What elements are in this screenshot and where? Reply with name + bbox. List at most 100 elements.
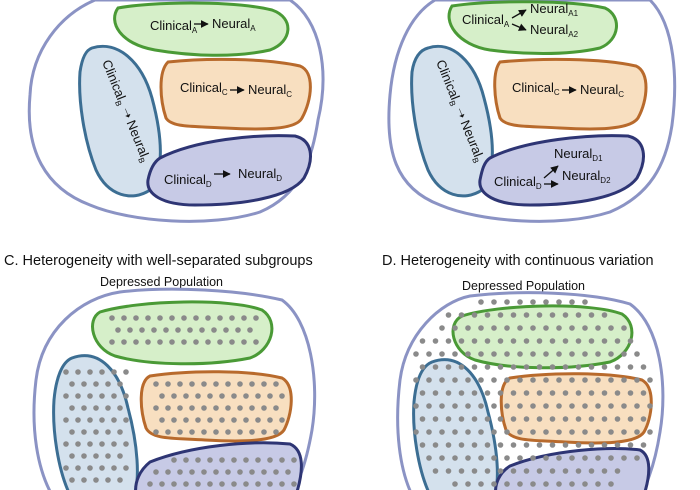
population-dot bbox=[588, 390, 595, 396]
subgroup-b-dot bbox=[99, 369, 105, 375]
subgroup-a-dot bbox=[121, 339, 127, 345]
population-dot bbox=[562, 442, 569, 448]
subgroup-c-dot bbox=[243, 393, 249, 399]
population-dot bbox=[601, 312, 608, 318]
subgroup-c-dot bbox=[249, 405, 255, 411]
panel-d: D. Heterogeneity with continuous variati… bbox=[382, 253, 665, 490]
subgroup-c-dot bbox=[249, 381, 255, 387]
subgroup-b-dot bbox=[81, 381, 87, 387]
population-dot bbox=[452, 403, 458, 409]
population-dot bbox=[582, 351, 588, 357]
subgroup-c-dot bbox=[165, 381, 171, 387]
subgroup-c-dot bbox=[183, 393, 189, 399]
population-dot bbox=[536, 416, 543, 422]
population-dot bbox=[614, 416, 621, 422]
subgroup-c-dot bbox=[165, 429, 171, 435]
subgroup-c-dot bbox=[237, 381, 243, 387]
population-dot bbox=[569, 403, 575, 409]
population-dot bbox=[504, 429, 510, 435]
population-dot bbox=[432, 442, 439, 448]
subgroup-d-dot bbox=[171, 481, 177, 487]
subgroup-a-dot bbox=[229, 339, 235, 345]
clinical-a-label-b: ClinicalA bbox=[462, 12, 510, 29]
population-dot bbox=[432, 338, 439, 344]
subgroup-c-dot bbox=[231, 417, 237, 423]
subgroup-c-dot bbox=[267, 417, 273, 423]
population-dot bbox=[588, 468, 595, 474]
population-dot bbox=[471, 312, 478, 318]
subgroup-d-dot bbox=[267, 457, 273, 463]
subgroup-d-dot bbox=[165, 469, 171, 475]
population-dot bbox=[536, 338, 543, 344]
subgroup-b-dot bbox=[123, 441, 129, 447]
subgroup-c-dot bbox=[183, 417, 189, 423]
subgroup-a-dot bbox=[109, 315, 115, 321]
population-dot bbox=[608, 481, 614, 487]
population-dot bbox=[510, 338, 517, 344]
population-dot bbox=[608, 325, 614, 331]
panel-b: ClinicalA NeuralA1 NeuralA2 ClinicalB➝Ne… bbox=[387, 0, 677, 223]
population-dot bbox=[445, 416, 452, 422]
subgroup-c-dot bbox=[237, 429, 243, 435]
subgroup-a-dot bbox=[223, 327, 229, 333]
population-dot bbox=[491, 481, 497, 487]
subgroup-d-dot bbox=[243, 457, 249, 463]
subgroup-b-blob bbox=[78, 44, 162, 198]
subgroup-c-dot bbox=[189, 381, 195, 387]
population-dot bbox=[458, 416, 465, 422]
population-dot bbox=[530, 351, 536, 357]
population-dot bbox=[595, 403, 601, 409]
panel-c-population-label: Depressed Population bbox=[100, 275, 223, 289]
subgroup-b-dot bbox=[123, 393, 129, 399]
subgroup-b-dot bbox=[93, 405, 99, 411]
subgroup-b-dot bbox=[99, 465, 105, 471]
population-dot bbox=[523, 364, 530, 370]
population-dot bbox=[543, 429, 549, 435]
population-dot bbox=[432, 416, 439, 422]
subgroup-b-dot bbox=[63, 465, 69, 471]
population-dot bbox=[614, 442, 621, 448]
population-dot bbox=[452, 325, 458, 331]
population-dot bbox=[543, 377, 549, 383]
panel-a: ClinicalA NeuralA ClinicalB➝NeuralB Clin… bbox=[27, 0, 325, 223]
population-dot bbox=[601, 390, 608, 396]
population-dot bbox=[569, 481, 575, 487]
subgroup-c-dot bbox=[225, 381, 231, 387]
subgroup-b-dot bbox=[111, 393, 117, 399]
subgroup-c-dot bbox=[165, 405, 171, 411]
population-dot bbox=[549, 390, 556, 396]
population-dot bbox=[621, 429, 627, 435]
population-dot bbox=[569, 429, 575, 435]
neural-c-label-b: NeuralC bbox=[580, 82, 624, 99]
subgroup-d-dot bbox=[207, 457, 213, 463]
population-dot bbox=[588, 364, 595, 370]
population-dot bbox=[497, 390, 504, 396]
subgroup-d-dot bbox=[183, 481, 189, 487]
population-dot bbox=[556, 455, 562, 461]
population-dot bbox=[465, 403, 471, 409]
subgroup-d-dot bbox=[285, 469, 291, 475]
population-dot bbox=[484, 390, 491, 396]
population-dot bbox=[562, 468, 569, 474]
population-dot bbox=[510, 468, 517, 474]
subgroup-d-dot bbox=[231, 481, 237, 487]
population-dot bbox=[621, 403, 627, 409]
population-dot bbox=[458, 364, 465, 370]
subgroup-c-dot bbox=[207, 417, 213, 423]
population-dot bbox=[484, 364, 491, 370]
subgroup-c-dot bbox=[213, 381, 219, 387]
subgroup-a-dot bbox=[253, 339, 259, 345]
subgroup-c-dot bbox=[171, 417, 177, 423]
population-dot bbox=[543, 403, 549, 409]
population-dot bbox=[530, 481, 536, 487]
subgroup-a-dot bbox=[133, 339, 139, 345]
population-dot bbox=[497, 416, 504, 422]
subgroup-b-dot bbox=[99, 441, 105, 447]
subgroup-b-dot bbox=[93, 477, 99, 483]
subgroup-b-dot bbox=[117, 477, 123, 483]
population-dot bbox=[549, 468, 556, 474]
population-dot bbox=[491, 455, 497, 461]
population-dot bbox=[556, 429, 562, 435]
population-dot bbox=[627, 390, 634, 396]
population-dot bbox=[536, 312, 543, 318]
